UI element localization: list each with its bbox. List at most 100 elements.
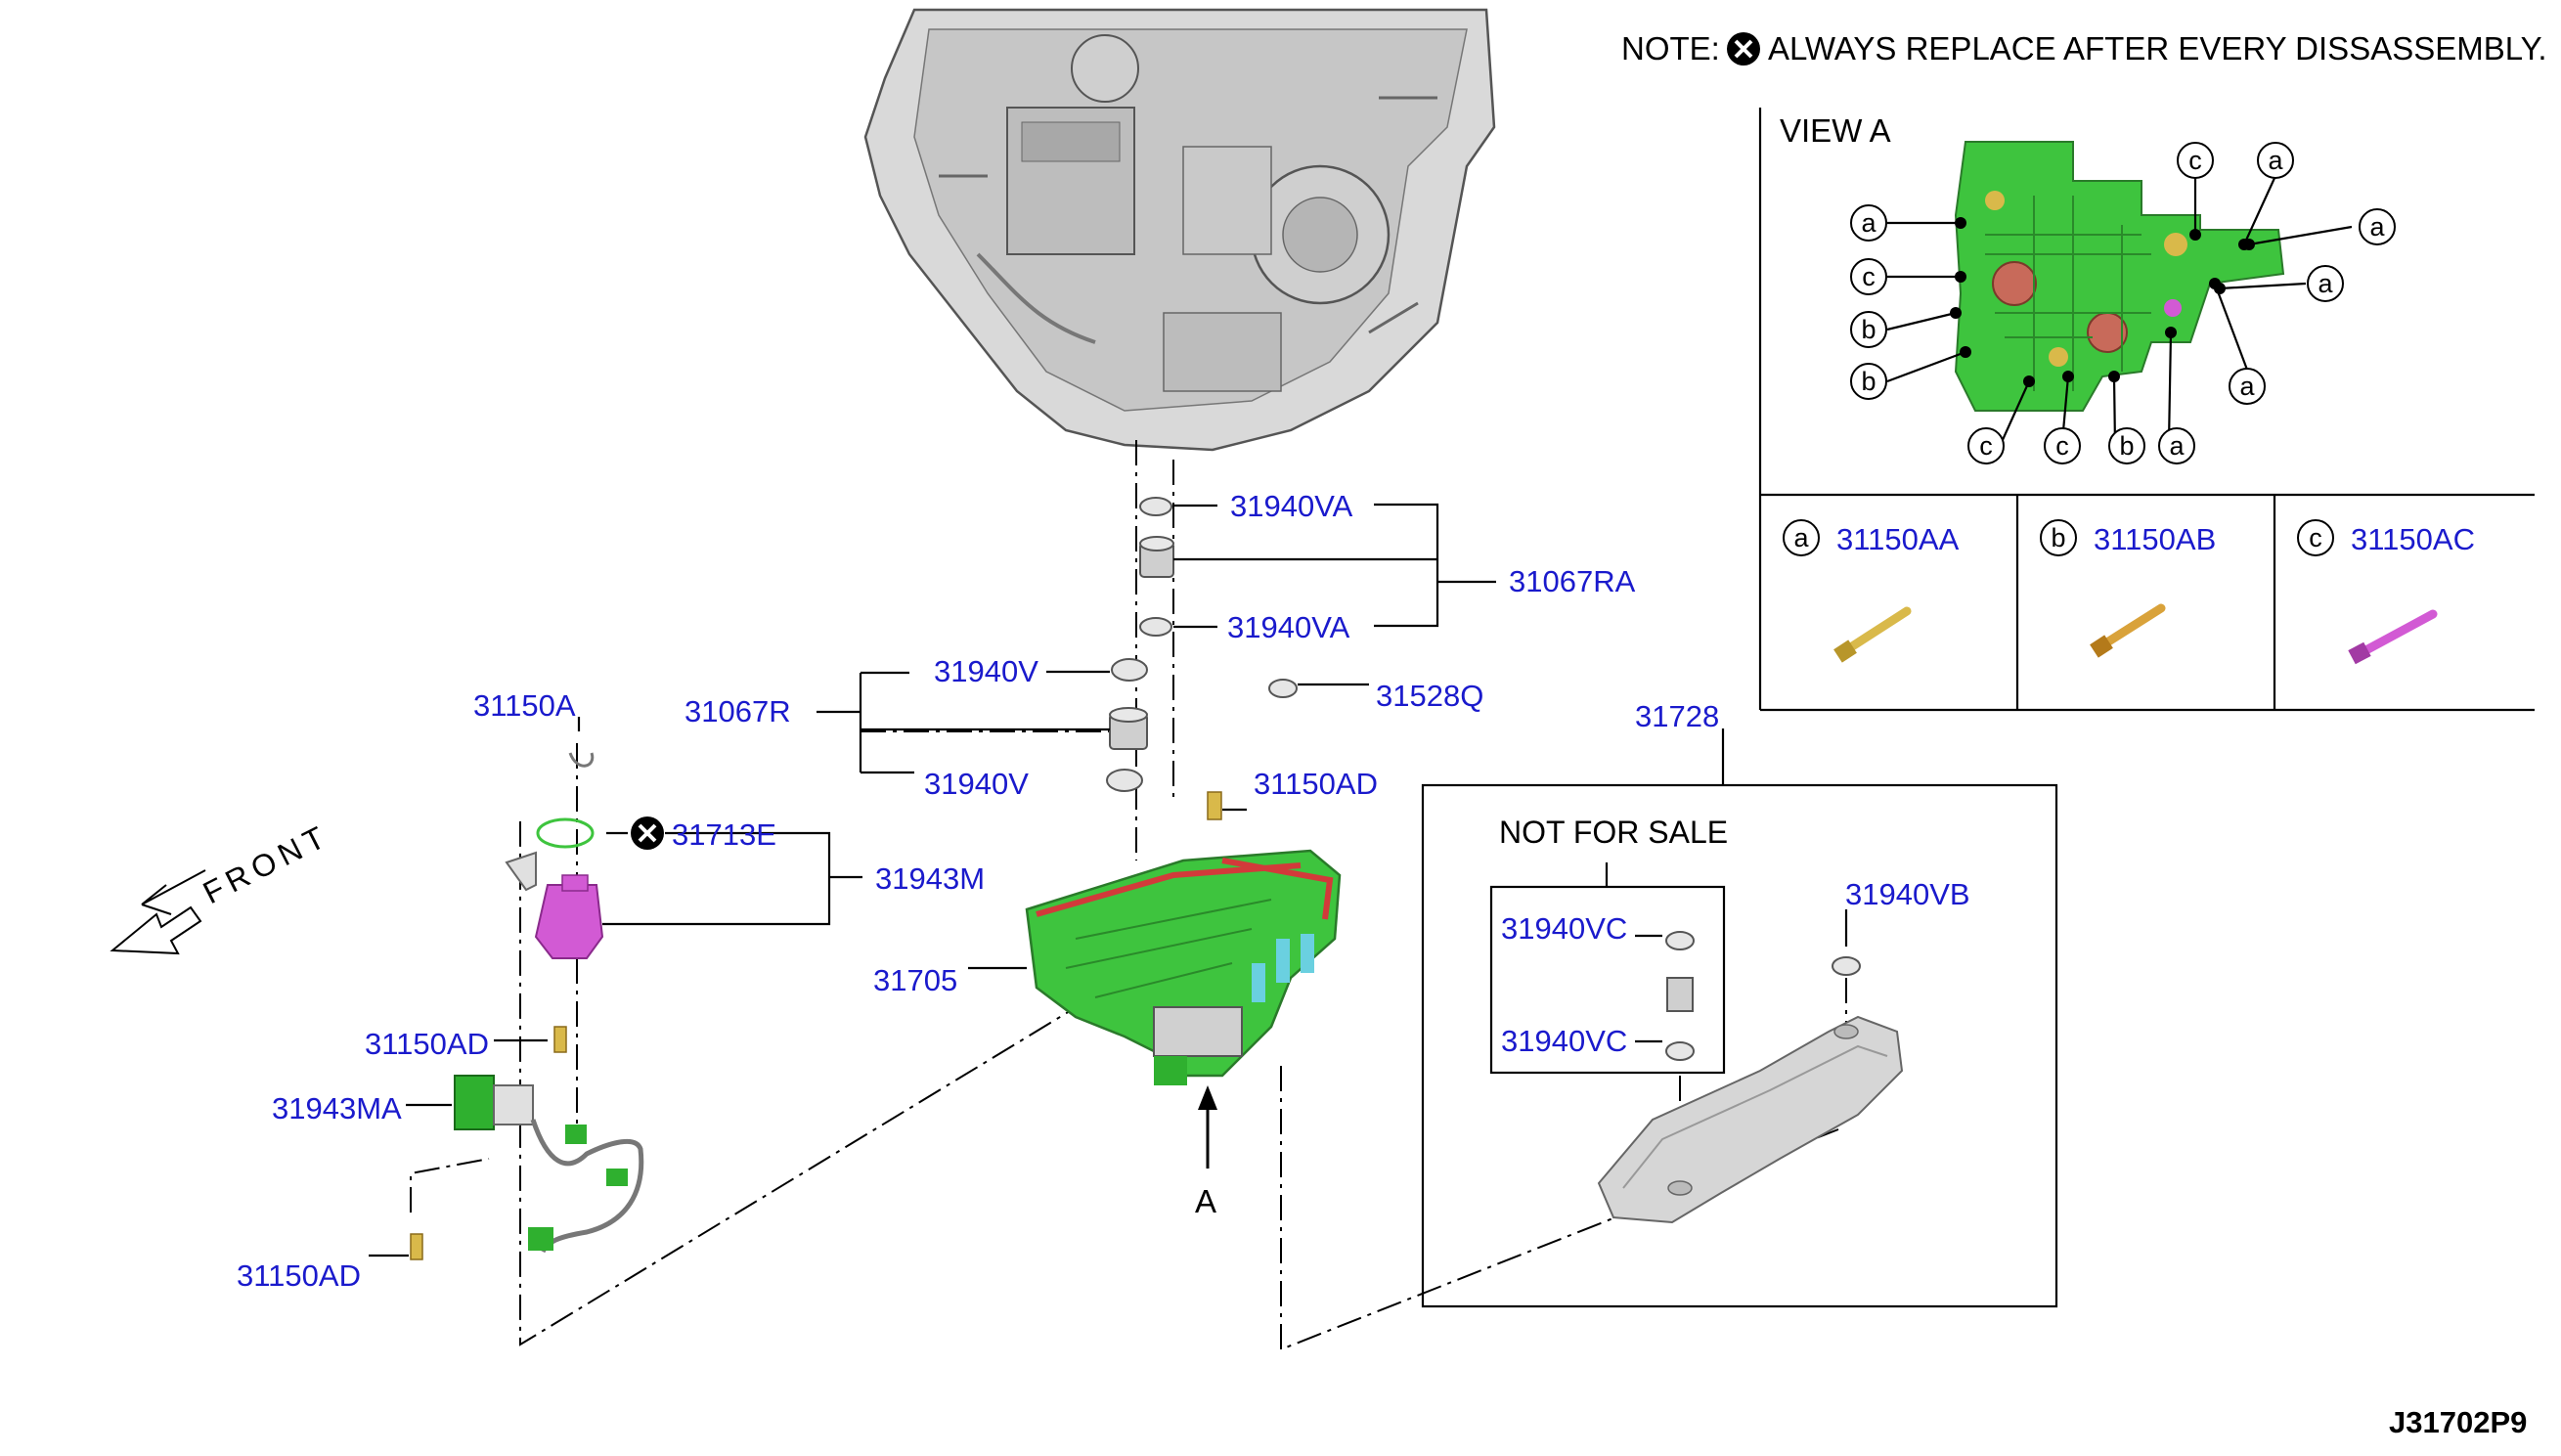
svg-text:b: b bbox=[2051, 523, 2065, 552]
sleeve-31067ra bbox=[1139, 536, 1174, 578]
center-part-leaders bbox=[817, 503, 1496, 812]
front-direction-arrow: FRONT bbox=[110, 817, 335, 955]
svg-text:a: a bbox=[1793, 523, 1809, 552]
part-31940V-top: 31940V bbox=[934, 654, 1038, 688]
part-31150AB: 31150AB bbox=[2094, 522, 2216, 556]
view-a-callout-c2: c bbox=[1850, 258, 1887, 295]
svg-text:c: c bbox=[2188, 146, 2202, 175]
control-valve-assembly bbox=[1025, 849, 1342, 1085]
view-a-callout-a4: a bbox=[2229, 368, 2266, 405]
svg-text:b: b bbox=[1861, 367, 1876, 396]
drain-plug bbox=[1666, 977, 1694, 1012]
not-for-sale-box bbox=[1421, 783, 2058, 1308]
view-a-arrow-label: A bbox=[1195, 1183, 1216, 1219]
note-prefix: NOTE: bbox=[1621, 30, 1720, 66]
view-a-callout-b3: b bbox=[2108, 427, 2145, 464]
part-31728: 31728 bbox=[1635, 699, 1719, 733]
replace-mark-icon-31713e bbox=[631, 816, 664, 850]
bolt-31150ad-left bbox=[553, 1026, 567, 1053]
part-31150AD-left: 31150AD bbox=[365, 1027, 489, 1061]
svg-text:b: b bbox=[1861, 315, 1876, 344]
washer-31940va-bot bbox=[1139, 617, 1172, 637]
view-a-callout-b2: b bbox=[1850, 363, 1887, 400]
washer-31528q bbox=[1268, 679, 1298, 698]
view-a-callout-a3: a bbox=[2307, 265, 2344, 302]
view-a-callout-a2: a bbox=[2359, 208, 2396, 245]
view-a-panel: VIEW A c a a a a bbox=[1758, 108, 2535, 712]
washer-31940va-top bbox=[1139, 497, 1172, 516]
part-31067RA: 31067RA bbox=[1509, 564, 1636, 598]
view-a-callout-dots bbox=[1950, 217, 2255, 387]
part-31150AC: 31150AC bbox=[2351, 522, 2475, 556]
svg-text:c: c bbox=[2055, 431, 2069, 461]
view-a-callout-leaders bbox=[1886, 174, 2353, 447]
svg-text:c: c bbox=[2309, 523, 2322, 552]
part-31940VA-top: 31940VA bbox=[1230, 489, 1353, 523]
bolt-31150ad-mid bbox=[1207, 791, 1222, 820]
washer-31940vb bbox=[1832, 956, 1861, 976]
washer-31940v-top bbox=[1111, 658, 1148, 682]
svg-text:a: a bbox=[1861, 208, 1877, 238]
bolt-c-icon bbox=[2348, 609, 2438, 665]
part-31940VB: 31940VB bbox=[1845, 877, 1970, 911]
oil-pan-section: 31728 NOT FOR SALE 31940VC 31940VC 31940… bbox=[1421, 699, 2058, 1308]
bolt-legend-c: c 31150AC bbox=[2297, 519, 2475, 665]
note-text: ALWAYS REPLACE AFTER EVERY DISSASSEMBLY. bbox=[1768, 30, 2547, 66]
harness-31943ma bbox=[454, 1075, 644, 1254]
clip-31150a bbox=[568, 752, 595, 768]
part-31528Q: 31528Q bbox=[1376, 679, 1483, 713]
svg-text:c: c bbox=[1979, 431, 1993, 461]
bolt-a-icon bbox=[1833, 606, 1912, 663]
view-a-title: VIEW A bbox=[1780, 112, 1891, 149]
valve-body-top-view bbox=[1954, 141, 2285, 412]
part-31713E: 31713E bbox=[672, 817, 776, 852]
left-part-leaders bbox=[369, 717, 862, 1257]
o-ring-31713e bbox=[536, 817, 595, 849]
sleeve-31067r bbox=[1109, 707, 1148, 750]
part-31940VA-bot: 31940VA bbox=[1227, 610, 1350, 644]
svg-text:a: a bbox=[2318, 269, 2333, 298]
view-a-callout-b1: b bbox=[1850, 311, 1887, 348]
part-31150A: 31150A bbox=[473, 688, 576, 723]
bolt-b-icon bbox=[2090, 603, 2166, 658]
svg-text:b: b bbox=[2119, 431, 2134, 461]
solenoid-31943m bbox=[505, 851, 604, 959]
oil-pan-illustration bbox=[1597, 1015, 1904, 1224]
svg-text:a: a bbox=[2369, 212, 2385, 242]
svg-text:c: c bbox=[1862, 262, 1876, 291]
view-a-callout-c1: c bbox=[2177, 142, 2214, 179]
svg-text:a: a bbox=[2169, 431, 2185, 461]
part-31943M: 31943M bbox=[875, 861, 985, 896]
part-31940V-bot: 31940V bbox=[924, 767, 1029, 801]
diagram-code: J31702P9 bbox=[2389, 1405, 2527, 1439]
replace-mark-icon bbox=[1727, 32, 1760, 66]
part-31943MA: 31943MA bbox=[272, 1091, 402, 1125]
bolt-legend-b: b 31150AB bbox=[2040, 519, 2216, 658]
view-a-callout-c3: c bbox=[1967, 427, 2005, 464]
not-for-sale-label: NOT FOR SALE bbox=[1499, 815, 1728, 850]
view-a-callout-a6: a bbox=[2158, 427, 2195, 464]
front-label: FRONT bbox=[198, 817, 335, 911]
bolt-31150ad-bot bbox=[410, 1233, 423, 1260]
transmission-case-illustration bbox=[863, 8, 1496, 452]
part-31150AA: 31150AA bbox=[1836, 522, 1960, 556]
svg-text:a: a bbox=[2268, 146, 2283, 175]
part-31940VC-top: 31940VC bbox=[1501, 911, 1627, 946]
bolt-legend-a: a 31150AA bbox=[1783, 519, 1960, 663]
part-31705: 31705 bbox=[873, 963, 957, 997]
washer-31940vc-bot bbox=[1665, 1041, 1695, 1061]
replacement-note: NOTE: ALWAYS REPLACE AFTER EVERY DISSASS… bbox=[1621, 30, 2547, 66]
view-a-arrow-icon: A bbox=[1195, 1085, 1217, 1219]
part-31150AD-mid: 31150AD bbox=[1254, 767, 1378, 801]
part-31067R: 31067R bbox=[684, 694, 791, 728]
view-a-callout-c4: c bbox=[2044, 427, 2081, 464]
part-31150AD-bot: 31150AD bbox=[237, 1258, 361, 1293]
washer-31940vc-top bbox=[1665, 931, 1695, 950]
view-a-callout-a1: a bbox=[2257, 142, 2294, 179]
part-31940VC-bot: 31940VC bbox=[1501, 1024, 1627, 1058]
left-chain-lines bbox=[410, 743, 578, 1213]
view-a-callout-a5: a bbox=[1850, 204, 1887, 242]
svg-text:a: a bbox=[2239, 372, 2255, 401]
